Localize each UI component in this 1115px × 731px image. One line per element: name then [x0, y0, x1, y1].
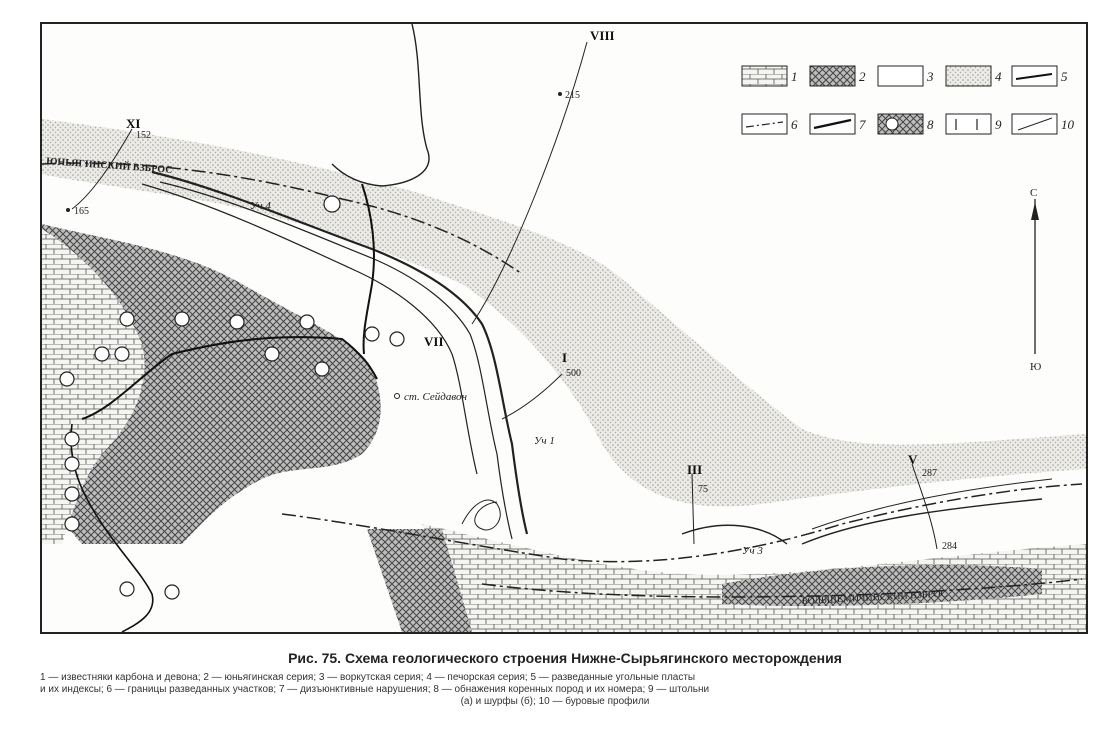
marker-i: I [562, 350, 567, 365]
borehole-152: 152 [136, 130, 151, 141]
borehole-284: 284 [942, 541, 957, 552]
marker-xi: XI [126, 116, 140, 131]
track-line [70, 423, 154, 632]
legend-num: 5 [1061, 69, 1068, 84]
marker-iii: III [687, 462, 702, 477]
legend-item-5: 5 [1011, 65, 1068, 87]
legend-item-6: 6 [741, 113, 798, 135]
marker-viii-north: VIII [590, 28, 615, 43]
coal-seams [141, 170, 1053, 545]
legend-num: 4 [995, 69, 1002, 84]
borehole-labels: 215 152 165 500 287 75 284 [66, 90, 957, 552]
borehole-215: 215 [565, 90, 580, 101]
legend-num: 3 [926, 69, 934, 84]
geologic-map: 1 2 3 4 5 6 7 [40, 22, 1088, 634]
legend-num: 1 [791, 69, 798, 84]
legend-num: 10 [1061, 117, 1075, 132]
drilling-profiles [71, 41, 938, 550]
legend-item-2: 2 [809, 65, 866, 87]
outcrop-markers [59, 195, 405, 600]
legend-item-4: 4 [945, 65, 1002, 87]
legend-num: 7 [859, 117, 866, 132]
yunyaga-series-zone [42, 224, 381, 544]
compass-south: Ю [1030, 361, 1041, 373]
label-station: ст. Сейдавон [404, 391, 467, 403]
yunyaga-south [367, 529, 472, 632]
compass-north: С [1030, 187, 1037, 199]
legend-item-8: 8 [877, 113, 934, 135]
map-canvas: 1 2 3 4 5 6 7 [42, 24, 1086, 632]
legend-num: 8 [927, 117, 934, 132]
map-legend: 1 2 3 4 5 6 7 [741, 65, 1075, 135]
legend-item-9: 9 [945, 113, 1002, 135]
legend-num: 2 [859, 69, 866, 84]
legend-item-7: 7 [809, 113, 866, 135]
legend-description: 1 — известняки карбона и девона; 2 — юнь… [40, 672, 1070, 708]
limestone-southeast [422, 524, 1086, 632]
legend-item-3: 3 [877, 65, 934, 87]
borehole-287: 287 [922, 468, 937, 479]
legend-item-1: 1 [741, 65, 798, 87]
legend-line-2: и их индексы; 6 — границы разведанных уч… [40, 684, 710, 695]
figure-caption: Рис. 75. Схема геологического строения Н… [288, 650, 842, 666]
borehole-500: 500 [566, 368, 581, 379]
legend-line-1: 1 — известняки карбона и девона; 2 — юнь… [40, 672, 696, 683]
label-uch4: Уч 4 [250, 200, 271, 212]
legend-line-3: (а) и шурфы (б); 10 — буровые профили [460, 696, 650, 707]
borehole-75: 75 [698, 484, 708, 495]
borehole-165: 165 [74, 206, 89, 217]
legend-num: 9 [995, 117, 1002, 132]
marker-v: V [908, 452, 918, 467]
roman-markers: VIII XI VII I III V [126, 28, 918, 477]
river-lobe [331, 24, 430, 187]
pechora-series-zone [42, 119, 1086, 507]
label-uch3: Уч 3 [742, 545, 763, 557]
label-uch1: Уч 1 [534, 435, 555, 447]
marker-vii: VII [424, 334, 444, 349]
north-arrow: С Ю [1030, 187, 1041, 373]
faults [81, 183, 378, 420]
legend-num: 6 [791, 117, 798, 132]
legend-item-10: 10 [1011, 113, 1075, 135]
